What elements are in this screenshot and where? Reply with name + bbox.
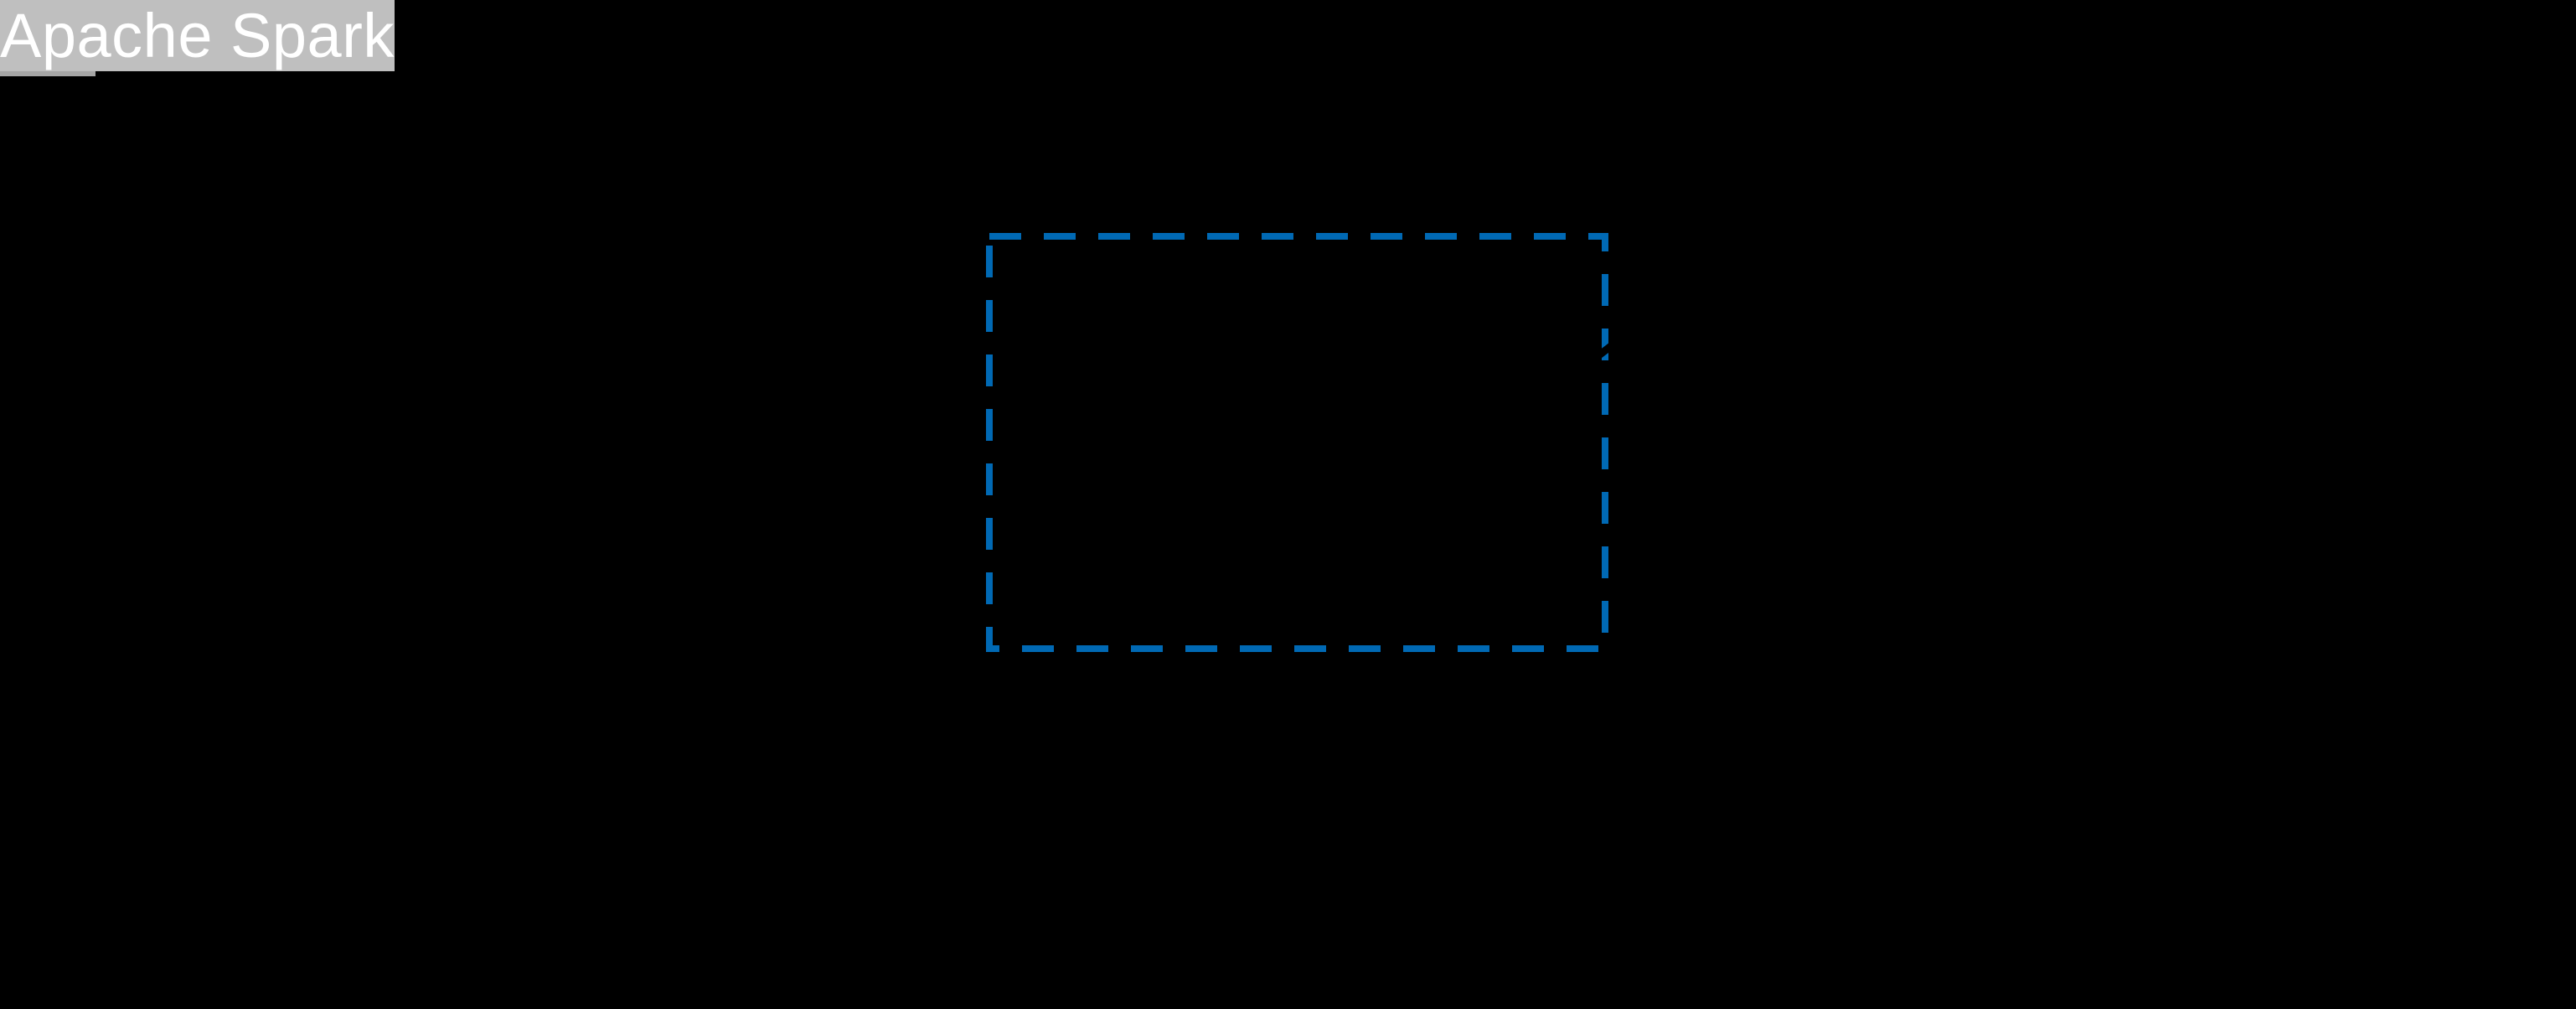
arrow-right-to-app-head: [1550, 367, 1574, 388]
apache-spark-box: Apache Spark: [0, 0, 395, 71]
arrow-right-to-app-line: [1566, 249, 2008, 380]
apache-spark-label: Apache Spark: [0, 1, 395, 70]
dashed-border-rect: [986, 233, 1608, 652]
sgx-connector-line: [522, 513, 783, 572]
sgx-connector-dot: [517, 510, 529, 521]
arrow-right-to-enclave-line: [1626, 427, 1887, 601]
arrow-group: [517, 249, 2008, 601]
arrow-right-to-enclave-head: [1610, 423, 1634, 442]
